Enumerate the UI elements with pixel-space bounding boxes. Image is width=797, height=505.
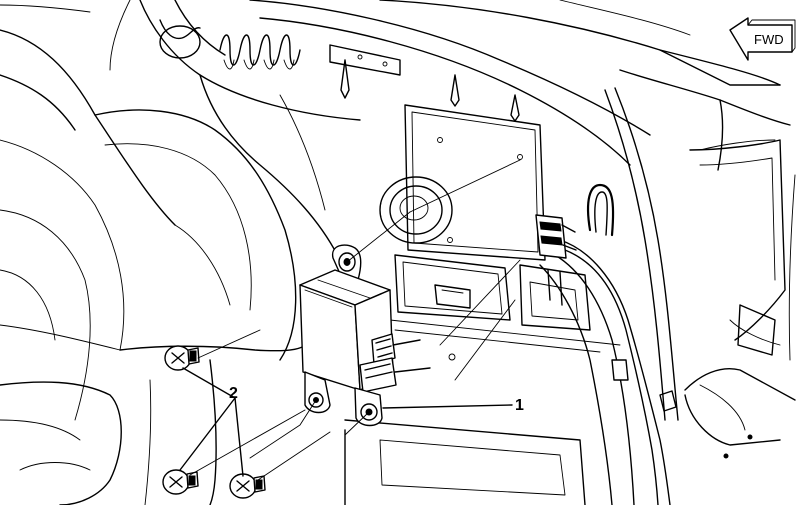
rear-quarter-panel <box>684 139 796 459</box>
fastener-upper <box>164 345 200 371</box>
coil-spring <box>159 19 301 70</box>
control-module <box>299 244 431 427</box>
seat-outline <box>0 0 306 505</box>
wire-harness <box>535 87 679 505</box>
fwd-direction-arrow: FWD <box>729 17 796 61</box>
fastener-lower-left <box>162 469 199 495</box>
callout-2-label: 2 <box>229 385 238 402</box>
leader-lines <box>179 159 521 481</box>
callout-1-label: 1 <box>515 397 524 414</box>
upper-trim <box>139 0 791 261</box>
fasteners <box>162 345 266 499</box>
fwd-label: FWD <box>754 32 784 47</box>
fastener-lower-right <box>229 473 266 499</box>
